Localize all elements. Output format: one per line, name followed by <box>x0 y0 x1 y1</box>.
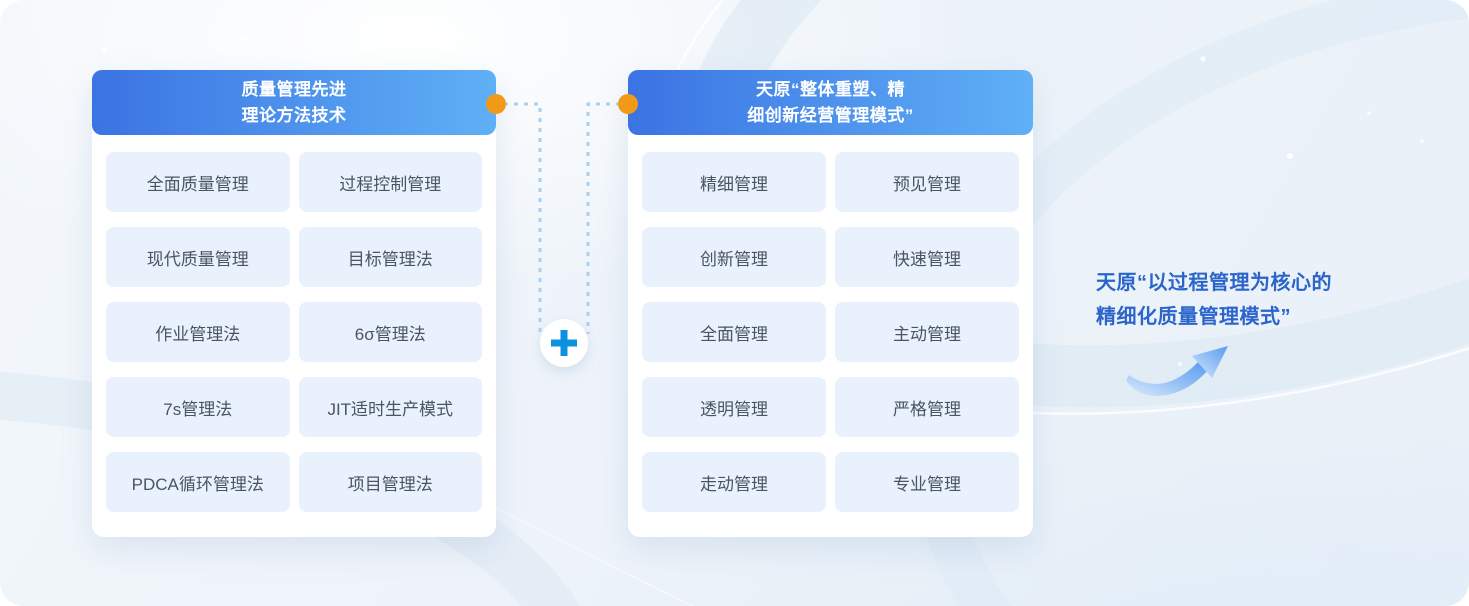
sparkle-dot <box>101 46 107 52</box>
result-line2: 精细化质量管理模式” <box>1096 306 1291 328</box>
right-panel-item: 全面管理 <box>642 302 826 362</box>
left-panel-item: 项目管理法 <box>298 452 482 512</box>
right-panel-item: 精细管理 <box>642 152 826 212</box>
left-panel-item: 全面质量管理 <box>106 152 290 212</box>
result-line1: 天原“以过程管理为核心的 <box>1096 272 1332 294</box>
right-panel-item: 严格管理 <box>835 377 1019 437</box>
left-panel-item: 过程控制管理 <box>298 152 482 212</box>
right-panel: 天原“整体重塑、精 细创新经营管理模式” 精细管理预见管理创新管理快速管理全面管… <box>628 70 1033 537</box>
sparkle-dot <box>1200 56 1206 62</box>
right-panel-title-line2: 细创新经营管理模式” <box>747 105 914 125</box>
right-panel-item: 主动管理 <box>835 302 1019 362</box>
left-panel-item: 6σ管理法 <box>298 302 482 362</box>
right-panel-item: 预见管理 <box>835 152 1019 212</box>
left-panel-item: JIT适时生产模式 <box>298 377 482 437</box>
plus-circle <box>540 319 588 367</box>
sparkle-dot <box>241 36 245 40</box>
right-panel-title-line1: 天原“整体重塑、精 <box>756 79 905 99</box>
sparkle-dot <box>534 14 538 18</box>
left-panel-item: PDCA循环管理法 <box>106 452 290 512</box>
right-panel-item: 走动管理 <box>642 452 826 512</box>
right-panel-item: 透明管理 <box>642 377 826 437</box>
left-panel-item: 作业管理法 <box>106 302 290 362</box>
left-panel-title-line2: 理论方法技术 <box>241 105 347 125</box>
sparkle-dot <box>1367 111 1371 115</box>
sparkle-dot <box>1420 139 1424 143</box>
right-panel-header: 天原“整体重塑、精 细创新经营管理模式” <box>628 70 1033 135</box>
left-panel-header: 质量管理先进 理论方法技术 <box>92 70 496 135</box>
result-text: 天原“以过程管理为核心的 精细化质量管理模式” <box>1096 266 1332 334</box>
left-panel-title-line1: 质量管理先进 <box>241 79 347 99</box>
left-panel-item: 7s管理法 <box>106 377 290 437</box>
right-panel-item: 创新管理 <box>642 227 826 287</box>
plus-icon <box>551 330 577 356</box>
left-panel-item: 目标管理法 <box>298 227 482 287</box>
swoosh-arrow-icon <box>1126 346 1228 396</box>
connector-dashed-line-left <box>504 102 542 334</box>
right-panel-item: 专业管理 <box>835 452 1019 512</box>
arrow-body <box>1126 362 1208 396</box>
right-panel-grid: 精细管理预见管理创新管理快速管理全面管理主动管理透明管理严格管理走动管理专业管理 <box>628 135 1033 512</box>
sparkle-dot <box>1287 153 1293 159</box>
left-panel-item: 现代质量管理 <box>106 227 290 287</box>
right-panel-item: 快速管理 <box>835 227 1019 287</box>
connector-dashed-line-right <box>586 102 620 334</box>
left-panel: 质量管理先进 理论方法技术 全面质量管理过程控制管理现代质量管理目标管理法作业管… <box>92 70 496 537</box>
